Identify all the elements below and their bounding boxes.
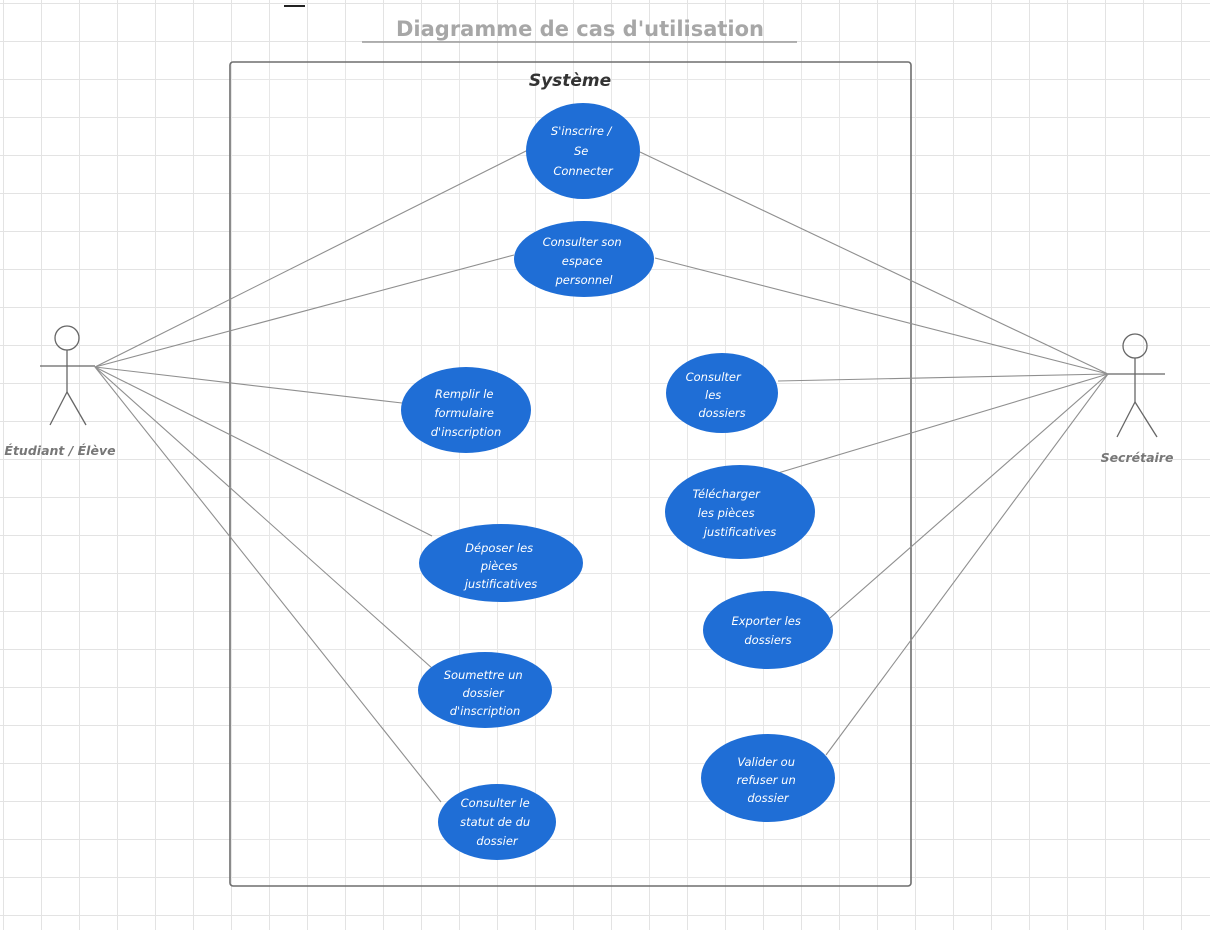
use-case-download-documents[interactable]: Télécharger les pièces justificatives xyxy=(665,465,815,559)
assoc-student-status xyxy=(94,366,442,803)
secretary-actor: Secrétaire xyxy=(1101,333,1174,465)
assoc-secretary-export xyxy=(829,373,1109,619)
assoc-student-upload xyxy=(94,366,433,537)
stick-figure-icon xyxy=(40,325,95,426)
assoc-student-signin xyxy=(94,149,529,368)
use-case-submit-file-label: Soumettre un dossier d'inscription xyxy=(444,668,527,718)
use-case-file-status[interactable]: Consulter le statut de du dossier xyxy=(438,784,556,860)
student-actor: Étudiant / Élève xyxy=(4,325,116,458)
use-case-upload-documents[interactable]: Déposer les pièces justificatives xyxy=(419,524,583,602)
assoc-secretary-space xyxy=(654,257,1109,375)
secretary-actor-label: Secrétaire xyxy=(1101,450,1174,465)
use-case-download-documents-label: Télécharger les pièces justificatives xyxy=(692,487,776,539)
secretary-associations xyxy=(639,151,1109,756)
use-case-fill-form[interactable]: Remplir le formulaire d'inscription xyxy=(401,367,531,453)
assoc-secretary-download xyxy=(777,373,1109,474)
use-case-view-files-label: Consulter les dossiers xyxy=(686,370,746,420)
assoc-student-submit xyxy=(94,366,434,670)
system-boundary xyxy=(229,61,912,887)
assoc-secretary-view-files xyxy=(777,373,1109,382)
use-case-personal-space[interactable]: Consulter son espace personnel xyxy=(514,221,654,297)
student-associations xyxy=(94,149,529,803)
use-case-export-files[interactable]: Exporter les dossiers xyxy=(703,591,833,669)
use-case-signin[interactable]: S'inscrire / Se Connecter xyxy=(526,103,640,199)
use-case-personal-space-label: Consulter son espace personnel xyxy=(543,235,626,287)
student-actor-label: Étudiant / Élève xyxy=(4,443,115,458)
system-label: Système xyxy=(529,71,611,91)
use-case-upload-documents-label: Déposer les pièces justificatives xyxy=(463,541,538,591)
use-case-export-files-label: Exporter les dossiers xyxy=(731,614,804,647)
assoc-secretary-signin xyxy=(639,151,1109,375)
diagram-title: Diagramme de cas d'utilisation xyxy=(396,17,764,41)
use-case-validate-file-label: Valider ou refuser un dossier xyxy=(737,755,800,805)
use-case-submit-file[interactable]: Soumettre un dossier d'inscription xyxy=(418,652,552,728)
use-case-signin-label: S'inscrire / Se Connecter xyxy=(551,124,615,178)
stick-figure-icon xyxy=(1108,333,1165,438)
assoc-student-fill-form xyxy=(94,366,403,404)
assoc-secretary-validate xyxy=(825,373,1109,756)
assoc-student-space xyxy=(94,254,515,368)
use-case-view-files[interactable]: Consulter les dossiers xyxy=(666,353,778,433)
use-case-file-status-label: Consulter le statut de du dossier xyxy=(460,796,534,848)
use-case-fill-form-label: Remplir le formulaire d'inscription xyxy=(431,387,502,439)
use-case-validate-file[interactable]: Valider ou refuser un dossier xyxy=(701,734,835,822)
